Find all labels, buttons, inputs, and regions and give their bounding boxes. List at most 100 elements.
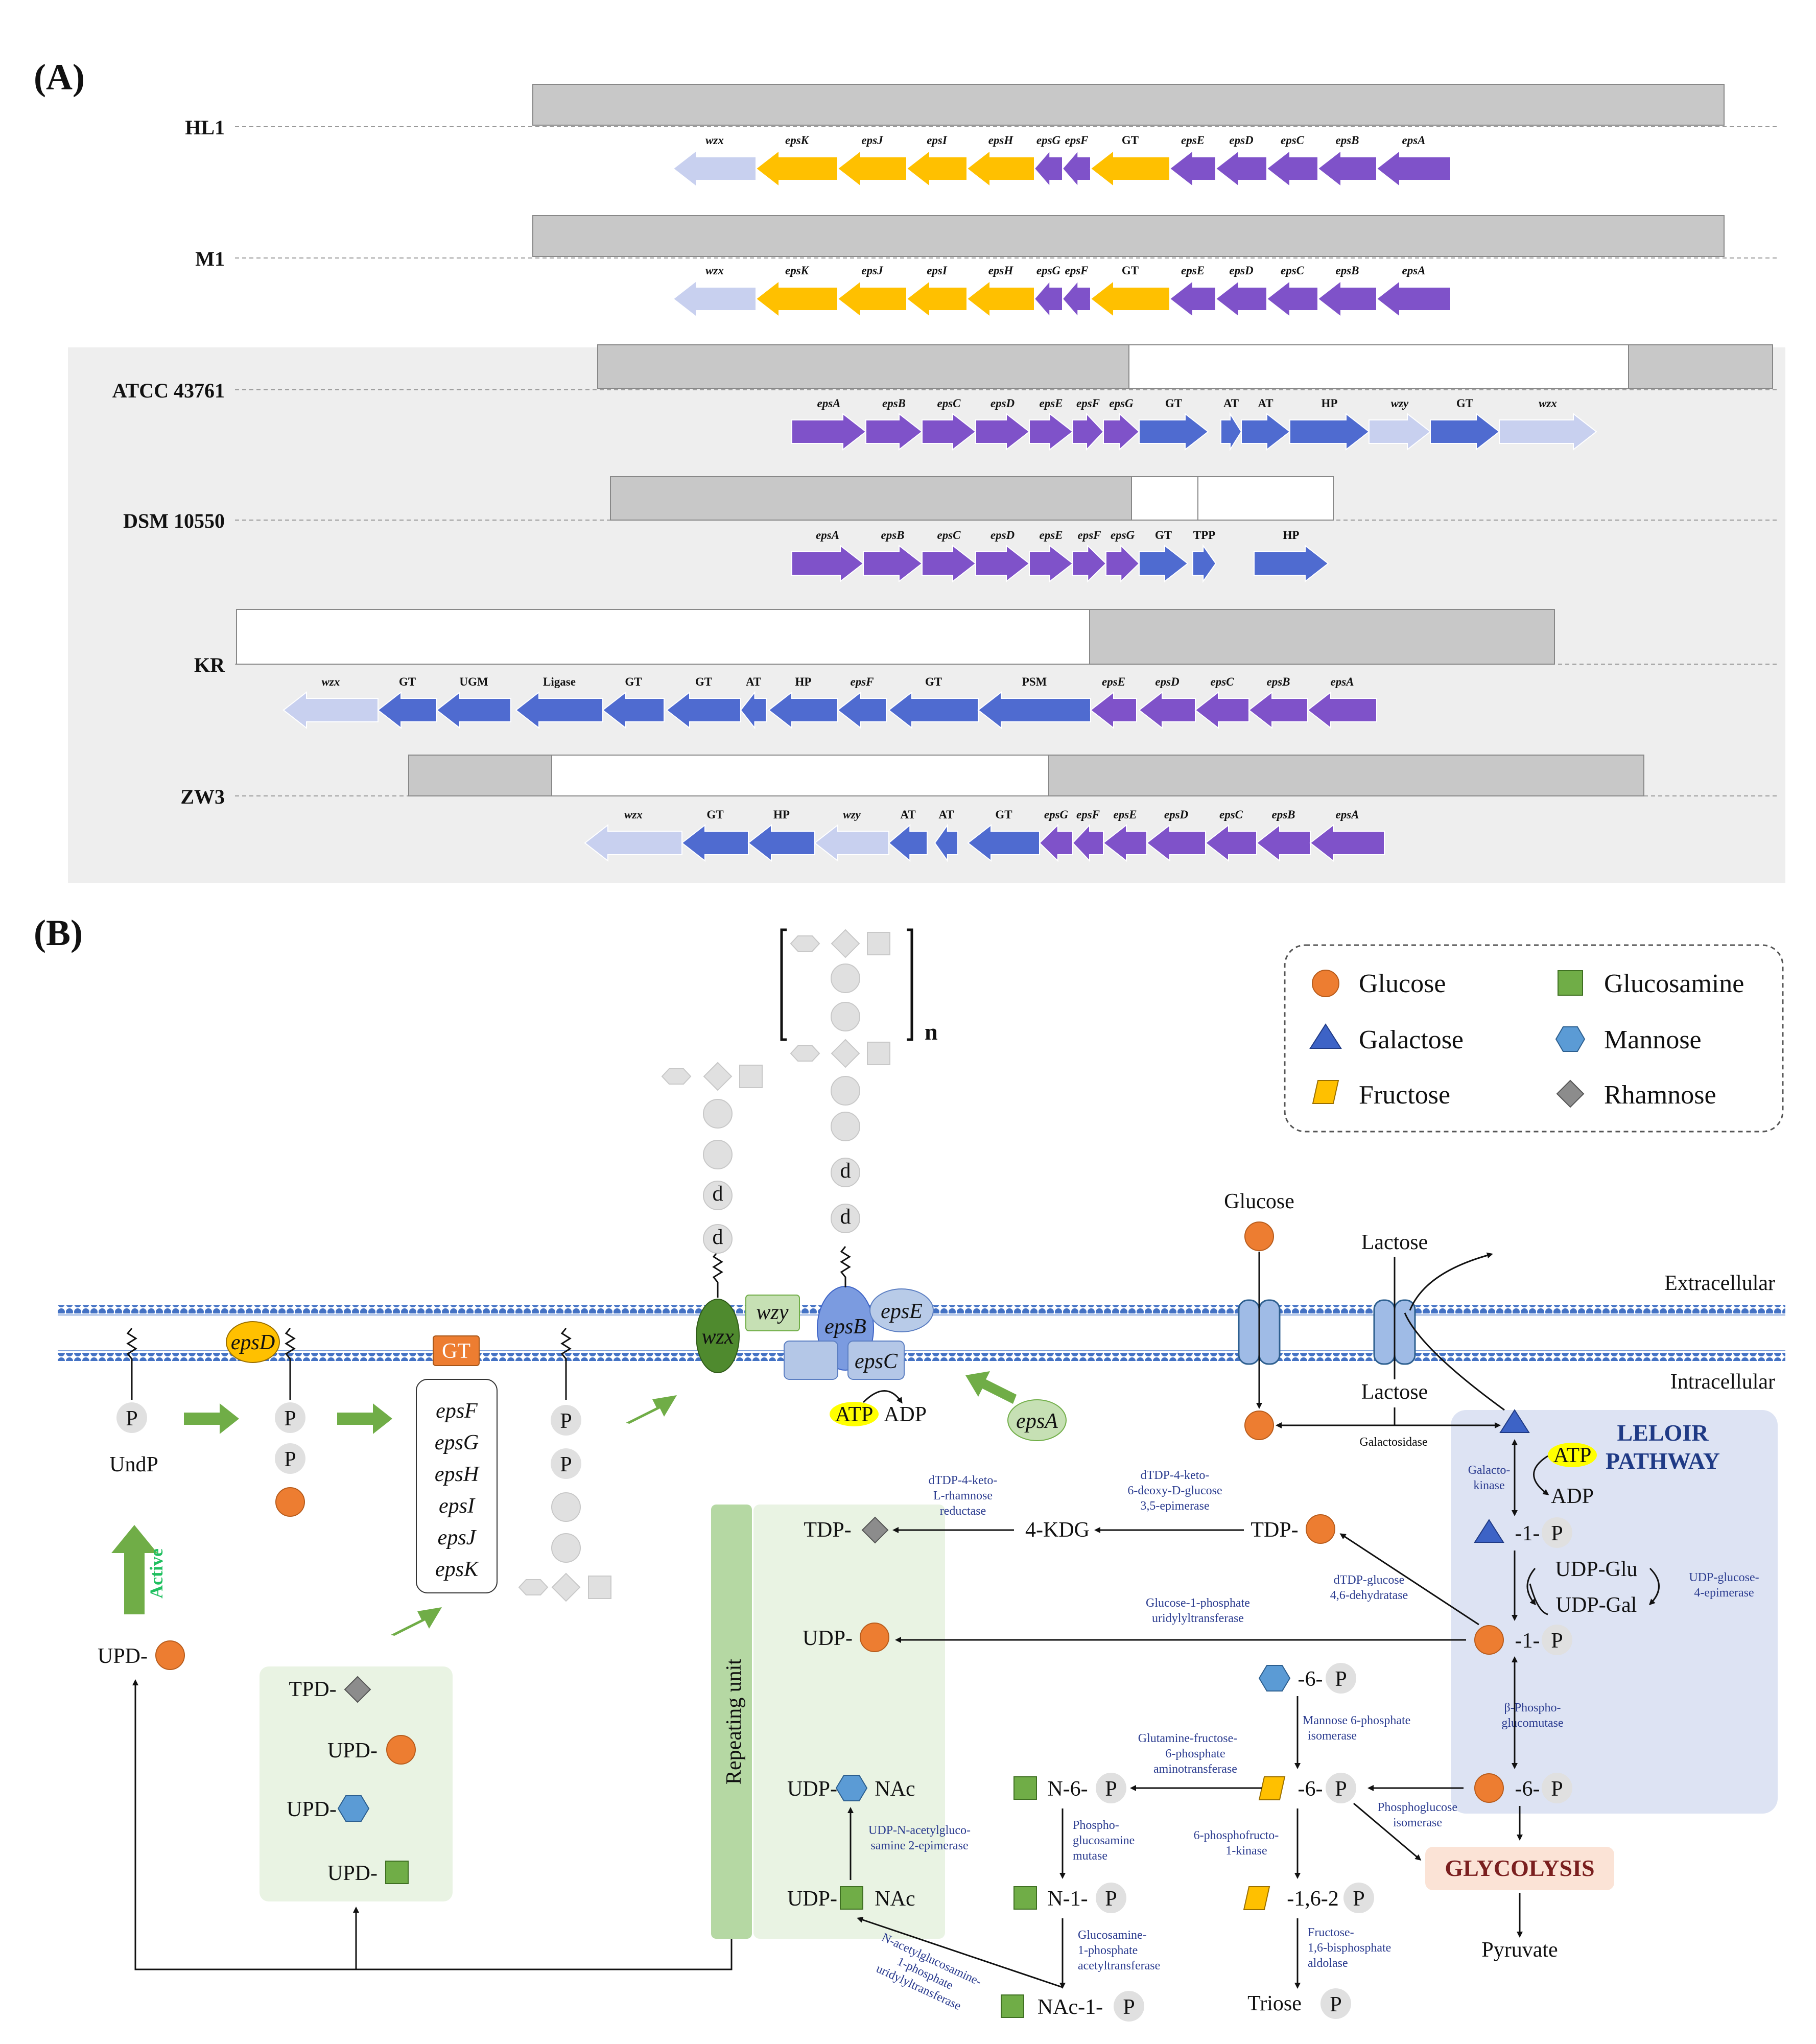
gene-arrow bbox=[1369, 412, 1431, 451]
glucose-icon bbox=[1244, 1221, 1274, 1251]
glycolysis-label: GLYCOLYSIS bbox=[1445, 1855, 1594, 1881]
leloir-box bbox=[1451, 1410, 1778, 1814]
gene-arrow bbox=[1266, 279, 1318, 318]
d-label: d bbox=[840, 1205, 851, 1229]
phosphate-circle bbox=[1542, 1625, 1572, 1655]
phosphate-label: P bbox=[1105, 1887, 1117, 1911]
gene-label: epsE bbox=[1181, 134, 1205, 147]
kdg-label: 4-KDG bbox=[1025, 1518, 1090, 1542]
gene-arrow bbox=[1376, 279, 1451, 318]
gene-arrow bbox=[1430, 412, 1500, 451]
glucosamine-icon bbox=[1013, 1776, 1037, 1800]
gene-label: epsE bbox=[1040, 397, 1063, 410]
n-label: n bbox=[925, 1019, 938, 1045]
gene-label: epsF bbox=[1065, 264, 1089, 277]
gene-label: wzy bbox=[843, 808, 861, 821]
enzyme-label: glucomutase bbox=[1501, 1717, 1563, 1730]
gene-arrow bbox=[906, 279, 968, 318]
gene-arrow bbox=[672, 149, 757, 188]
gene-arrow bbox=[1248, 691, 1308, 730]
phosphate-circle bbox=[275, 1443, 305, 1474]
gene-label: epsD bbox=[1229, 134, 1254, 147]
intracellular-label: Intracellular bbox=[1670, 1370, 1775, 1394]
enzyme-label: dTDP-4-keto- bbox=[1141, 1469, 1210, 1482]
phosphate-label: P bbox=[560, 1409, 572, 1433]
gene-arrow bbox=[791, 544, 864, 583]
enzyme-label: 4-epimerase bbox=[1694, 1586, 1754, 1600]
legend-label: Rhamnose bbox=[1604, 1080, 1716, 1110]
fructose-icon bbox=[1258, 1776, 1286, 1800]
galactose-icon bbox=[1499, 1409, 1530, 1433]
enzyme-label: 3,5-epimerase bbox=[1140, 1499, 1209, 1513]
gene-label: epsJ bbox=[861, 134, 884, 147]
gene-label: epsH bbox=[988, 264, 1014, 277]
gene-label: epsF bbox=[1076, 397, 1100, 410]
gene-label: epsC bbox=[1211, 675, 1235, 688]
metabolite-label: -6- bbox=[1298, 1667, 1323, 1691]
gene-label: epsB bbox=[882, 397, 906, 410]
gene-label: GT bbox=[695, 675, 712, 688]
enzyme-label: Phospho- bbox=[1073, 1819, 1119, 1832]
phosphate-circle bbox=[551, 1448, 581, 1479]
gene-label: epsE bbox=[1040, 529, 1063, 542]
gene-arrow bbox=[865, 412, 923, 451]
enzyme-label: Phosphoglucose bbox=[1378, 1801, 1457, 1814]
gene-arrow bbox=[1139, 544, 1189, 583]
gene-arrow bbox=[1307, 691, 1377, 730]
undp-label: UndP bbox=[109, 1453, 158, 1476]
upd-label: UPD- bbox=[327, 1739, 378, 1763]
rhamnose-icon bbox=[861, 1516, 889, 1544]
strain-label: ZW3 bbox=[180, 785, 225, 808]
strain-label: M1 bbox=[195, 247, 225, 270]
enzyme-label: aldolase bbox=[1308, 1957, 1348, 1970]
enzyme-label: mutase bbox=[1073, 1849, 1107, 1863]
gene-label: epsG bbox=[1111, 529, 1135, 542]
gene-arrow bbox=[1241, 412, 1291, 451]
enzyme-label: dTDP-glucose bbox=[1334, 1573, 1405, 1587]
phosphate-label: P bbox=[1335, 1667, 1347, 1691]
phosphate-circle bbox=[1114, 1991, 1144, 2022]
galactosidase-label: Galactosidase bbox=[1359, 1436, 1427, 1449]
gene-label: AT bbox=[900, 808, 915, 821]
gene-label: epsC bbox=[937, 529, 961, 542]
enzyme-label: 1,6-bisphosphate bbox=[1308, 1941, 1391, 1955]
metabolite-label: -1- bbox=[1515, 1522, 1540, 1545]
epsE-label: epsD bbox=[231, 1331, 275, 1354]
leloir-title: PATHWAY bbox=[1606, 1448, 1720, 1474]
gene-label: epsA bbox=[1402, 134, 1426, 147]
gene-arrow bbox=[1205, 824, 1257, 862]
gene-arrow bbox=[602, 691, 665, 730]
gene-label: GT bbox=[399, 675, 416, 688]
fructose-icon bbox=[1243, 1886, 1270, 1910]
gene-arrow bbox=[1192, 544, 1217, 583]
gene-arrow bbox=[966, 279, 1035, 318]
gene-arrow bbox=[768, 691, 838, 730]
gene-label: epsB bbox=[1272, 808, 1295, 821]
phosphate-label: P bbox=[1330, 1993, 1341, 2016]
gene-label: epsD bbox=[1229, 264, 1254, 277]
adp-label: ADP bbox=[884, 1403, 927, 1426]
gene-label: epsD bbox=[990, 397, 1015, 410]
d-label: d bbox=[713, 1182, 723, 1206]
lipid-carrier bbox=[126, 1328, 572, 1400]
gene-arrow bbox=[1220, 412, 1242, 452]
strain-label: KR bbox=[194, 653, 225, 676]
upd-label: UPD- bbox=[287, 1798, 337, 1821]
gene-arrow bbox=[1103, 412, 1140, 451]
gene-arrow bbox=[1090, 691, 1137, 730]
metabolite-label: -1,6-2 bbox=[1287, 1887, 1338, 1911]
enzyme-label: L-rhamnose bbox=[933, 1489, 993, 1502]
gene-arrow bbox=[975, 412, 1030, 451]
phosphate-circle bbox=[1343, 1883, 1374, 1913]
epsA-protein bbox=[1007, 1399, 1067, 1441]
gene-label: epsC bbox=[1281, 134, 1305, 147]
panel-a-label: (A) bbox=[34, 57, 85, 98]
enzyme-label: acetyltransferase bbox=[1078, 1959, 1160, 1972]
gene-arrow bbox=[1169, 279, 1216, 318]
process-arrows bbox=[111, 1371, 1017, 1636]
nucleotide-box bbox=[260, 1666, 453, 1901]
phosphate-label: P bbox=[1551, 1629, 1563, 1653]
epsD-protein bbox=[869, 1288, 934, 1332]
d-label: d bbox=[713, 1226, 723, 1249]
gene-arrow bbox=[1062, 279, 1091, 318]
